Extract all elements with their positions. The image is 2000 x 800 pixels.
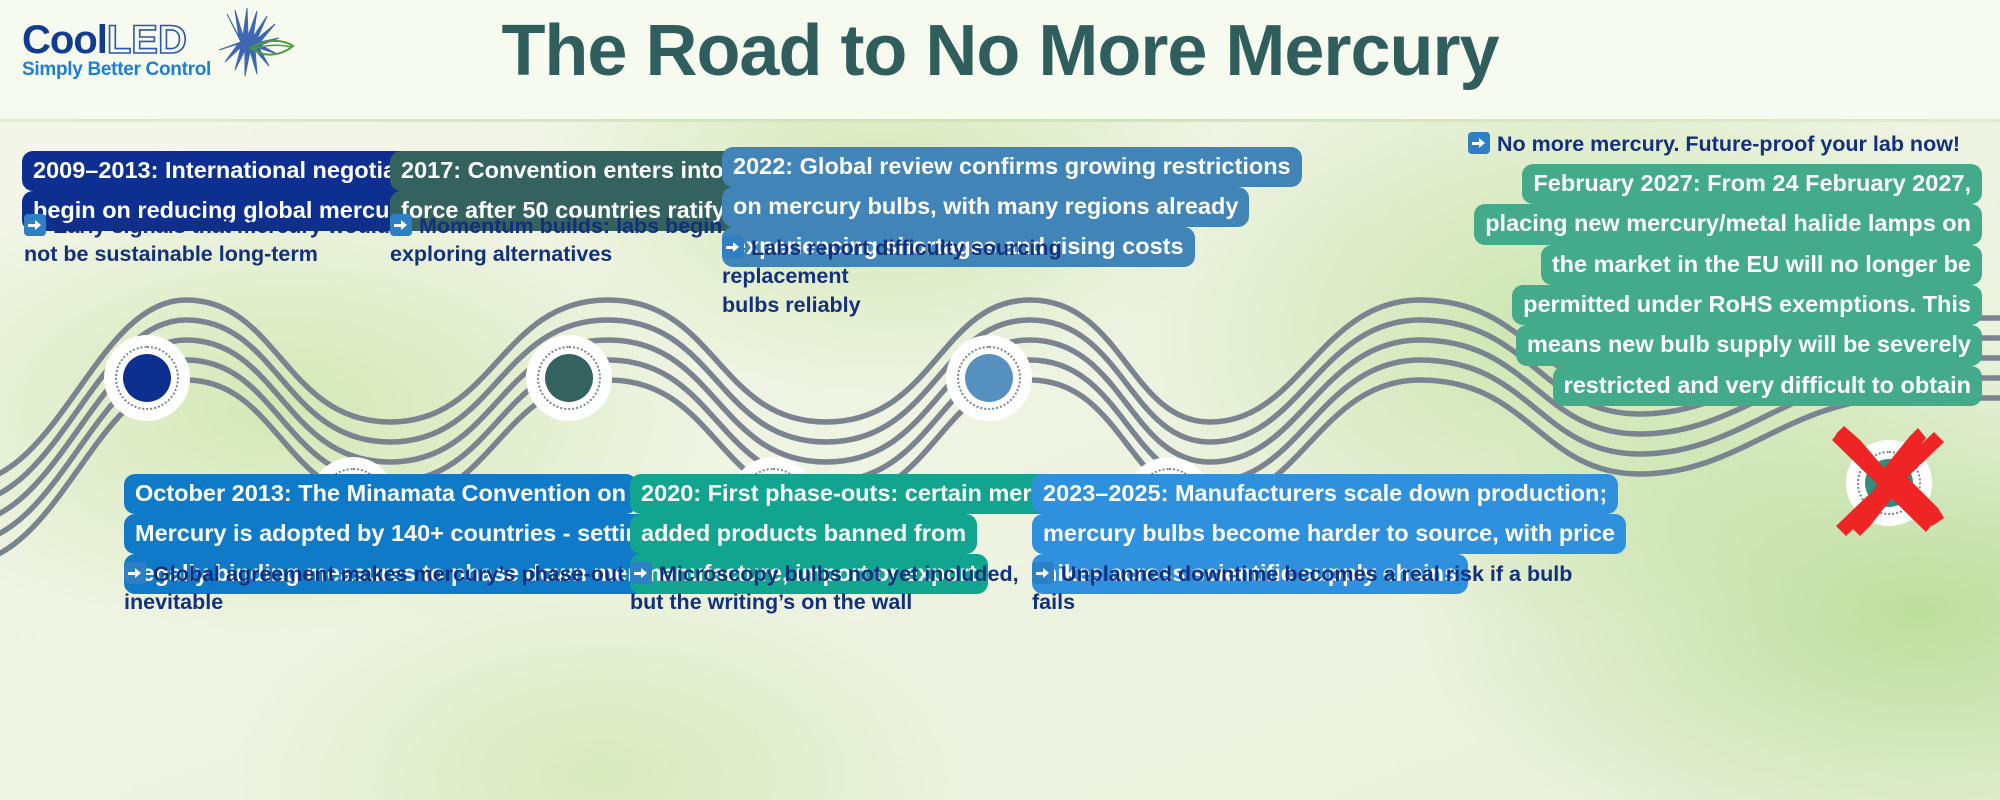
callout-line: 2017: Convention enters into [390, 151, 735, 191]
note-line: Labs report difficulty sourcing replacem… [722, 236, 1062, 289]
note-line: No more mercury. Future-proof your lab n… [1497, 132, 1961, 156]
node-core [965, 354, 1013, 402]
note-2009-2013: Early signals that mercury would not be … [24, 212, 414, 269]
note-2023-2025: Unplanned downtime becomes a real risk i… [1032, 560, 1592, 617]
callout-2022[interactable]: 2022: Global review confirms growing res… [722, 147, 1302, 267]
note-february-2027: No more mercury. Future-proof your lab n… [1468, 130, 2000, 158]
logo-wordmark: CoolLED [22, 17, 322, 63]
node-dotted-ring [957, 346, 1021, 410]
timeline-node-2009-2013[interactable] [104, 335, 190, 421]
callout-line: legally binding measures to phase down m… [124, 553, 698, 594]
logo-led-text: LED [106, 17, 188, 63]
callout-line: the market in the EU will no longer be [1540, 244, 1982, 286]
callout-october-2013[interactable]: October 2013: The Minamata Convention on… [124, 474, 698, 594]
red-cross-icon [1832, 426, 1944, 536]
arrow-right-icon [722, 236, 744, 258]
note-line: Momentum builds: labs begin [419, 214, 723, 238]
arrow-right-icon [390, 214, 412, 236]
callout-line: 2023–2025: Manufacturers scale down prod… [1032, 474, 1619, 514]
page-title: The Road to No More Mercury [501, 11, 1499, 91]
node-dotted-ring [1857, 451, 1921, 515]
arrow-right-icon [1468, 132, 1490, 154]
note-line: bulbs reliably [722, 292, 861, 317]
timeline-node-2022[interactable] [946, 335, 1032, 421]
callout-line: restricted and very difficult to obtain [1552, 365, 1982, 407]
page-header: CoolLED Simply Better Control The Road t… [0, 0, 2000, 122]
note-line: Microscopy bulbs not yet included, [659, 562, 1019, 586]
callout-line: means new bulb supply will be severely [1515, 325, 1982, 366]
light-burst-icon [218, 7, 295, 77]
note-october-2013: Global agreement makes mercury’s phase-o… [124, 560, 684, 617]
note-line: exploring alternatives [390, 242, 613, 267]
note-line: but the writing’s on the wall [630, 590, 913, 615]
callout-line: February 2027: From 24 February 2027, [1522, 164, 1982, 205]
infographic-canvas: 2009–2013: International negotiations be… [0, 122, 2000, 800]
note-2022: Labs report difficulty sourcing replacem… [722, 234, 1182, 319]
callout-line: 2020: First phase-outs: certain mercury- [630, 474, 1100, 514]
node-core [545, 354, 593, 402]
note-line: Early signals that mercury would [53, 214, 390, 238]
coolled-logo[interactable]: CoolLED Simply Better Control [22, 17, 322, 104]
note-line: Unplanned downtime becomes a real risk i… [1032, 562, 1573, 615]
arrow-right-icon [24, 214, 46, 236]
note-2017: Momentum builds: labs begin exploring al… [390, 212, 770, 269]
arrow-right-icon [630, 562, 652, 584]
callout-line: hikes across scientific supply chains [1032, 553, 1469, 594]
callout-2023-2025[interactable]: 2023–2025: Manufacturers scale down prod… [1032, 474, 1626, 594]
note-line: Global agreement makes mercury’s phase-o… [124, 562, 625, 615]
callout-line: on mercury bulbs, with many regions alre… [722, 186, 1250, 227]
callout-line: October 2013: The Minamata Convention on [124, 474, 637, 514]
node-dotted-ring [537, 346, 601, 410]
logo-cool-text: Cool [22, 18, 108, 62]
arrow-right-icon [1032, 562, 1054, 584]
callout-2020[interactable]: 2020: First phase-outs: certain mercury-… [630, 474, 1100, 594]
callout-2017[interactable]: 2017: Convention enters into force after… [390, 151, 757, 231]
node-dotted-ring [115, 346, 179, 410]
timeline-node-2017[interactable] [526, 335, 612, 421]
callout-line: experiencing shortages and rising costs [722, 226, 1195, 267]
callout-february-2027[interactable]: February 2027: From 24 February 2027, pl… [1420, 164, 1982, 407]
note-2020: Microscopy bulbs not yet included, but t… [630, 560, 1050, 617]
callout-line: manufacture, import or export [630, 553, 988, 594]
callout-line: placing new mercury/metal halide lamps o… [1474, 204, 1982, 245]
callout-line: mercury bulbs become harder to source, w… [1032, 513, 1626, 554]
callout-line: added products banned from [630, 513, 978, 554]
callout-line: 2022: Global review confirms growing res… [722, 147, 1302, 187]
arrow-right-icon [124, 562, 146, 584]
callout-line: force after 50 countries ratify it [390, 190, 757, 231]
note-line: not be sustainable long-term [24, 242, 318, 267]
callout-line: permitted under RoHS exemptions. This [1512, 285, 1982, 326]
callout-line: Mercury is adopted by 140+ countries - s… [124, 513, 666, 554]
callout-2009-2013[interactable]: 2009–2013: International negotiations be… [22, 151, 470, 231]
logo-tagline: Simply Better Control [22, 59, 211, 80]
callout-line: 2009–2013: International negotiations [22, 151, 464, 191]
node-core [123, 354, 171, 402]
